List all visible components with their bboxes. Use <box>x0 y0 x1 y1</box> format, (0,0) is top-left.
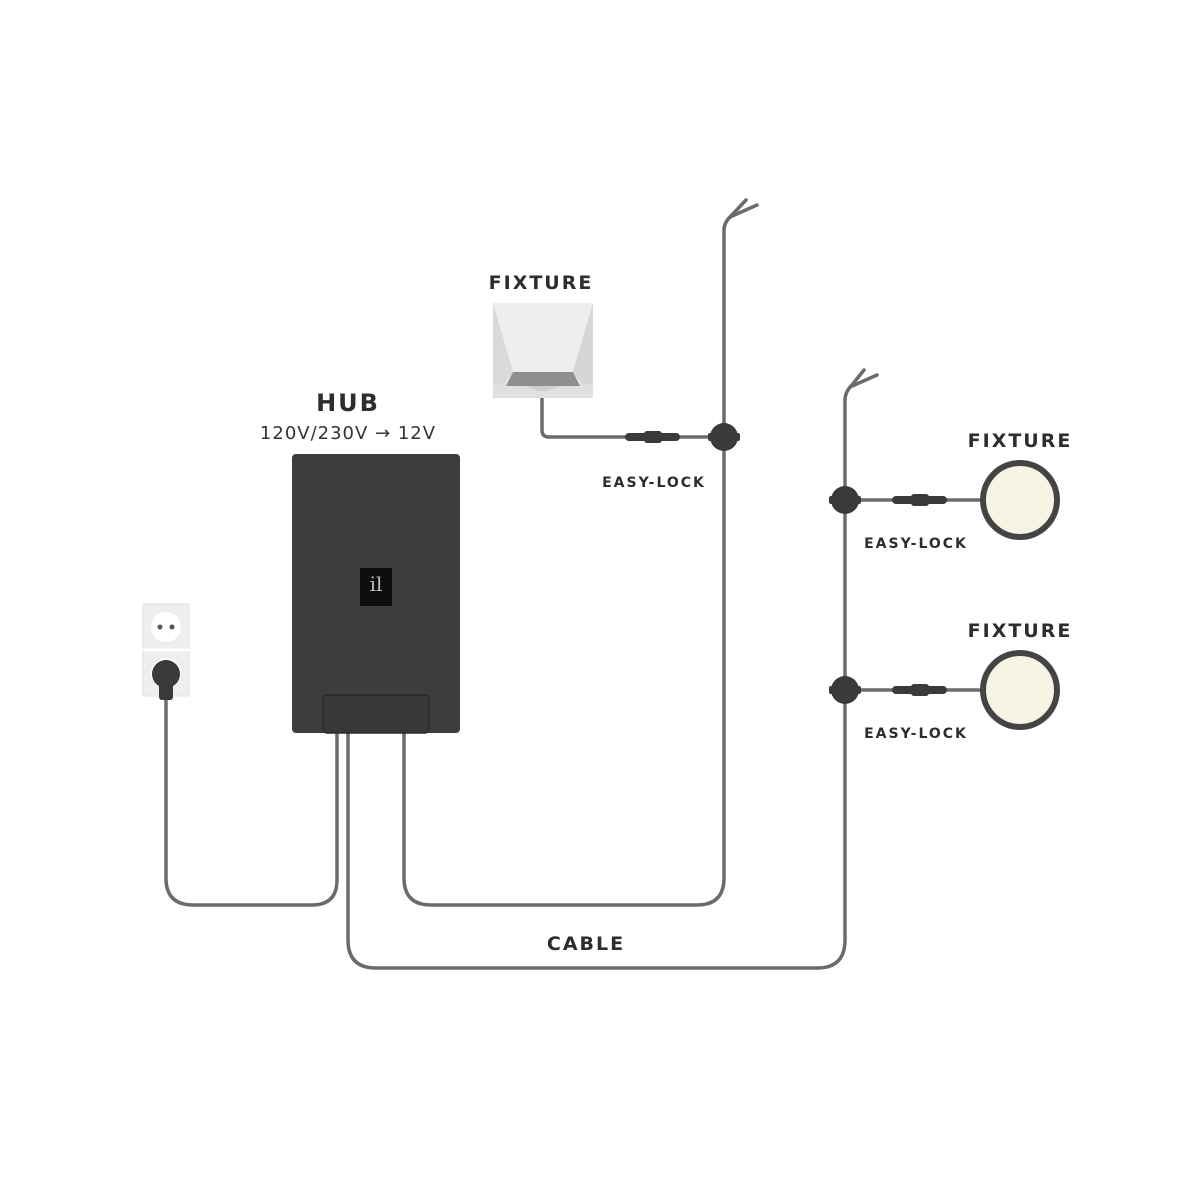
main-cable-2 <box>346 368 866 970</box>
cable-label: CABLE <box>546 933 626 955</box>
fixture-label-1: FIXTURE <box>488 272 594 294</box>
power-cable <box>164 688 339 907</box>
round-fixture-icon-1 <box>980 460 1060 540</box>
plug-icon <box>152 660 180 700</box>
round-fixture-icon-2 <box>980 650 1060 730</box>
main-cable-1 <box>402 198 748 907</box>
hub-logo-text: il <box>369 572 383 596</box>
hub-title: HUB <box>316 389 380 417</box>
fixture-label-2: FIXTURE <box>967 430 1073 452</box>
hub-connector-panel <box>322 694 430 734</box>
easy-lock-label-1: EASY-LOCK <box>602 475 706 491</box>
cable-end-wire-2 <box>848 373 879 389</box>
easy-lock-label-3: EASY-LOCK <box>864 726 968 742</box>
fixture-1-cable <box>540 396 726 439</box>
fixture-label-3: FIXTURE <box>967 620 1073 642</box>
hub-logo-icon <box>360 568 392 606</box>
square-fixture-icon <box>493 303 593 398</box>
hub-box <box>292 454 460 734</box>
hub-voltage: 120V/230V → 12V <box>259 423 437 444</box>
cable-end-wire-1 <box>728 203 759 219</box>
easy-lock-label-2: EASY-LOCK <box>864 536 968 552</box>
